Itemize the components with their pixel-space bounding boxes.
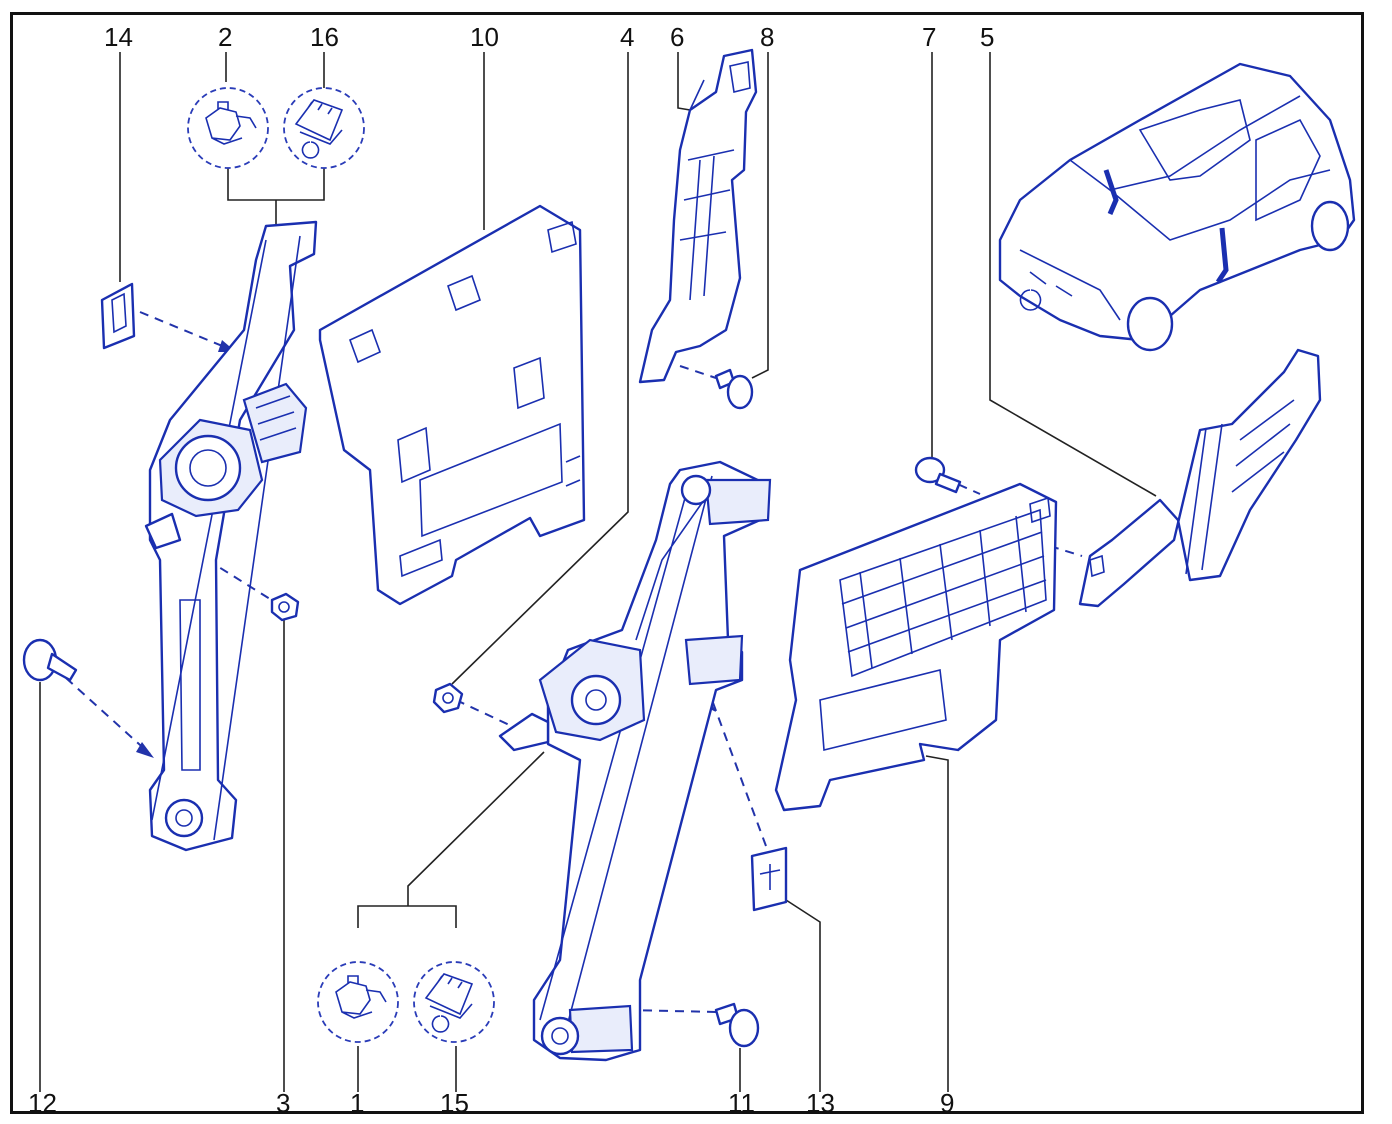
part-12-bolt [22, 638, 78, 682]
part-6-guide-rail [638, 48, 758, 384]
callout-11: 11 [728, 1088, 755, 1118]
callout-2: 2 [218, 22, 232, 52]
leader-8 [751, 52, 769, 379]
callout-6: 6 [670, 22, 684, 52]
part-9-panel-grid [774, 482, 1058, 812]
part-10-panel [318, 204, 586, 606]
inset-motor-1 [317, 961, 399, 1043]
callout-13: 13 [806, 1088, 835, 1118]
callout-4: 4 [620, 22, 634, 52]
leader-bracket-bottom [357, 751, 545, 928]
callout-1: 1 [350, 1088, 364, 1118]
callout-labels: 14 2 16 10 4 6 8 7 5 12 3 1 15 11 13 9 [28, 22, 994, 1118]
part-4-nut [432, 682, 464, 714]
left-window-regulator [144, 220, 318, 852]
part-13-clip [750, 846, 788, 912]
center-window-regulator [498, 460, 772, 1062]
callout-15: 15 [440, 1088, 469, 1118]
callout-16: 16 [310, 22, 339, 52]
arrow-clip-13 [711, 699, 767, 847]
leader-5 [989, 52, 1157, 497]
part-7-screw [914, 456, 962, 494]
callout-8: 8 [760, 22, 774, 52]
callout-7: 7 [922, 22, 936, 52]
inset-motor-2 [187, 87, 269, 169]
car-illustration [998, 62, 1356, 352]
leader-13 [785, 899, 821, 1092]
callout-3: 3 [276, 1088, 290, 1118]
callout-12: 12 [28, 1088, 57, 1118]
leader-bracket-top [227, 168, 325, 226]
part-5-guide-rail [1078, 348, 1322, 608]
part-3-nut [270, 592, 300, 622]
inset-connector-15 [413, 961, 495, 1043]
callout-9: 9 [940, 1088, 954, 1118]
leader-9 [925, 755, 949, 1092]
diagram-frame [10, 12, 1364, 1114]
arrow-bolt-12 [65, 677, 151, 755]
inset-connector-16 [283, 87, 365, 169]
callout-14: 14 [104, 22, 133, 52]
part-11-bolt [714, 1002, 760, 1048]
leader-lines [39, 52, 1157, 1092]
arrow-clip-to-regulator [139, 311, 233, 351]
part-14-clip [100, 282, 136, 350]
arrow-screw-8 [679, 365, 717, 379]
leader-6 [677, 52, 691, 111]
part-8-screw [714, 368, 754, 410]
leader-4 [451, 52, 629, 685]
arrow-nut-4 [455, 699, 521, 731]
arrowhead-bolt-12 [136, 742, 154, 758]
callout-5: 5 [980, 22, 994, 52]
callout-10: 10 [470, 22, 499, 52]
